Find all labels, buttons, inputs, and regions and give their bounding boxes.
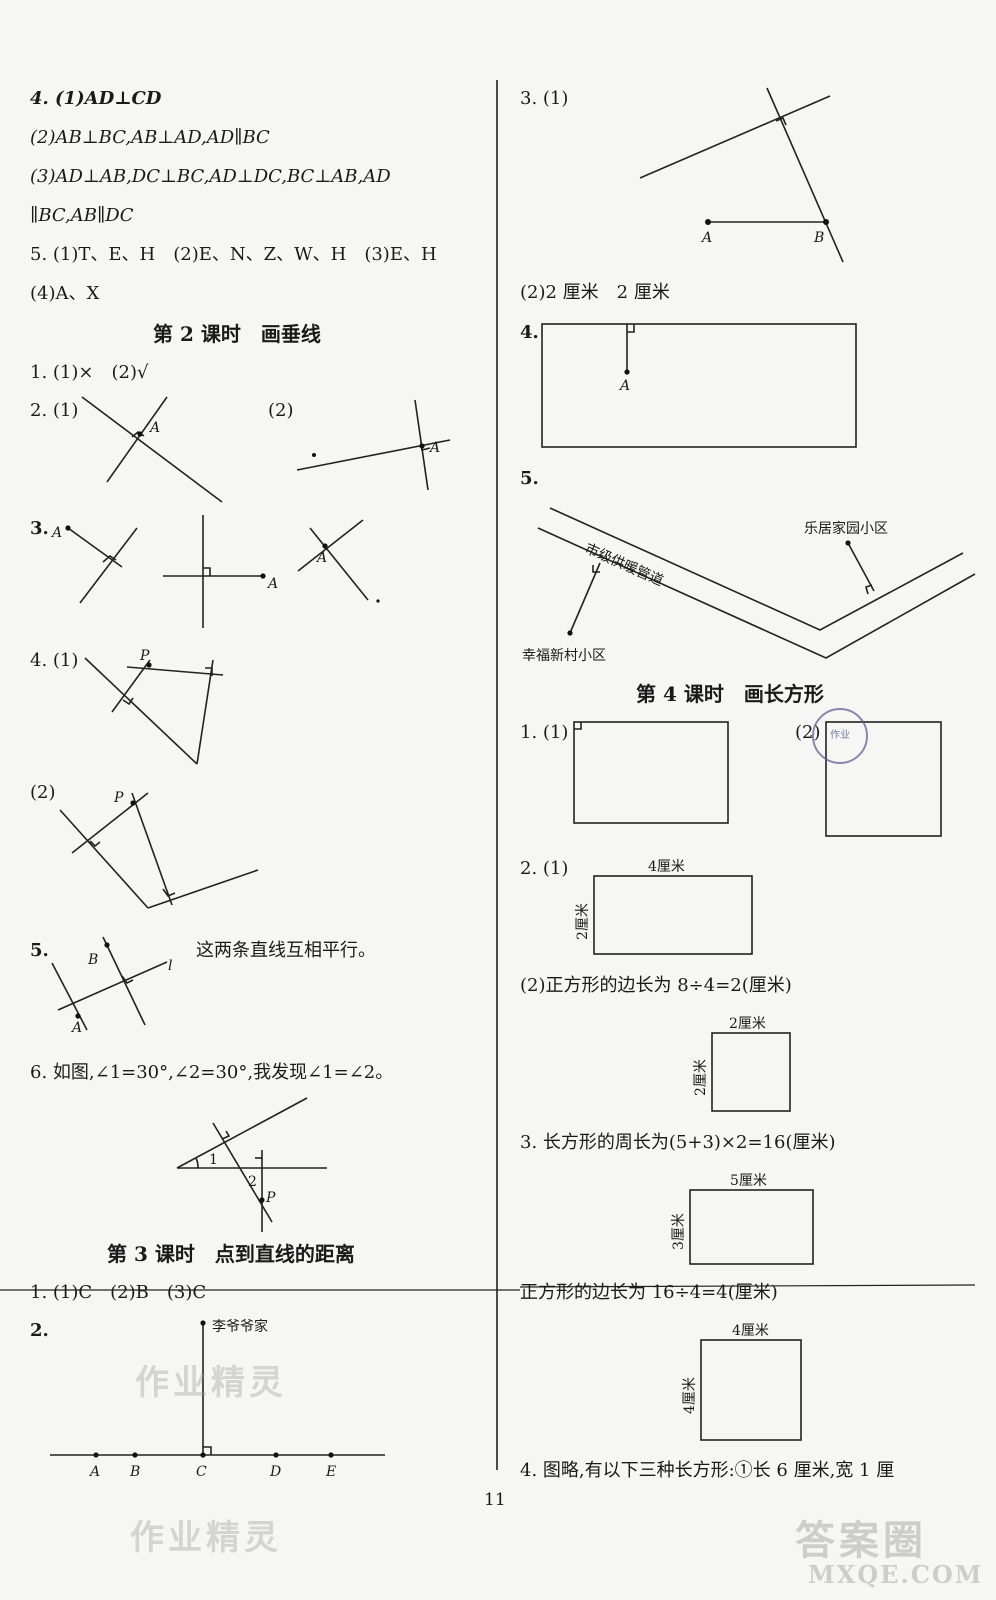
l2-q4a: 4. (1) xyxy=(30,650,79,671)
q4-line3: (3)AD⊥AB,DC⊥BC,AD⊥DC,BC⊥AB,AD xyxy=(30,166,391,187)
watermark-3: 答案圈 xyxy=(795,1517,927,1564)
label-A-q5: A xyxy=(72,1020,83,1036)
l2-q5-text: 这两条直线互相平行。 xyxy=(196,940,376,961)
label-B-r3: B xyxy=(814,230,825,246)
label-l-q5: l xyxy=(168,958,173,974)
label-A-r4: A xyxy=(620,378,631,394)
q4-line2: (2)AB⊥BC,AB⊥AD,AD∥BC xyxy=(30,127,270,148)
angle-1: 1 xyxy=(209,1152,218,1168)
label-P-q6: P xyxy=(266,1190,276,1206)
square-4cm-top: 4厘米 xyxy=(732,1323,769,1339)
r-l4q1a: 1. (1) xyxy=(520,722,569,743)
r-q3b: (2)2 厘米 2 厘米 xyxy=(520,282,670,303)
l2-q5: 5. xyxy=(30,940,49,961)
l2-q3: 3. xyxy=(30,518,49,539)
label-A-q3b: A xyxy=(268,576,279,592)
q5-line2: (4)A、X xyxy=(30,283,100,304)
stamp: 作业 xyxy=(812,708,868,764)
label-D-l3: D xyxy=(270,1464,282,1480)
l2-q4b: (2) xyxy=(30,782,56,803)
r-q5: 5. xyxy=(520,468,539,489)
lesson2-heading: 第 2 课时 画垂线 xyxy=(153,322,321,346)
label-C-l3: C xyxy=(196,1464,207,1480)
label-A-l3: A xyxy=(90,1464,101,1480)
label-B-q5: B xyxy=(88,952,99,968)
rect-5cm: 5厘米 xyxy=(730,1173,767,1189)
label-A-q3c: A xyxy=(317,550,328,566)
r-l4q2a: 2. (1) xyxy=(520,858,569,879)
watermark-4: MXQE.COM xyxy=(808,1560,984,1589)
r-l4q4: 4. 图略,有以下三种长方形:①长 6 厘米,宽 1 厘 xyxy=(520,1460,895,1481)
r-q3: 3. (1) xyxy=(520,88,569,109)
label-B-l3: B xyxy=(130,1464,141,1480)
label-E-l3: E xyxy=(326,1464,337,1480)
l3-q2: 2. xyxy=(30,1320,49,1341)
lesson4-heading: 第 4 课时 画长方形 xyxy=(636,682,824,706)
square-2cm-top: 2厘米 xyxy=(729,1016,766,1032)
community-1: 乐居家园小区 xyxy=(804,521,888,537)
l2-q2a: 2. (1) xyxy=(30,400,79,421)
label-A-r3: A xyxy=(702,230,713,246)
label-P-q4a: P xyxy=(140,648,150,664)
r-l4q3b: 正方形的边长为 16÷4=4(厘米) xyxy=(520,1282,778,1303)
watermark-1: 作业精灵 xyxy=(135,1363,287,1403)
label-P-q4b: P xyxy=(114,790,124,806)
l2-q1: 1. (1)× (2)√ xyxy=(30,362,149,383)
q4-line4: ∥BC,AB∥DC xyxy=(30,205,134,226)
page-number: 11 xyxy=(484,1490,506,1510)
watermark-2: 作业精灵 xyxy=(130,1518,282,1558)
l2-q2b: (2) xyxy=(268,400,294,421)
r-l4q3: 3. 长方形的周长为(5+3)×2=16(厘米) xyxy=(520,1132,836,1153)
house-label: 李爷爷家 xyxy=(212,1319,268,1335)
label-A-q3a: A xyxy=(52,525,63,541)
width-4cm: 4厘米 xyxy=(648,859,685,875)
l3-q1: 1. (1)C (2)B (3)C xyxy=(30,1282,207,1303)
q4-line1: 4. (1)AD⊥CD xyxy=(30,88,162,109)
community-2: 幸福新村小区 xyxy=(522,648,606,664)
angle-2: 2 xyxy=(248,1174,257,1190)
lesson3-heading: 第 3 课时 点到直线的距离 xyxy=(107,1242,355,1266)
r-l4q2b: (2)正方形的边长为 8÷4=2(厘米) xyxy=(520,975,792,996)
square-4cm-side: 4厘米 xyxy=(682,1377,698,1414)
r-q4: 4. xyxy=(520,322,539,343)
q5-line1: 5. (1)T、E、H (2)E、N、Z、W、H (3)E、H xyxy=(30,244,437,265)
l2-q6: 6. 如图,∠1=30°,∠2=30°,我发现∠1=∠2。 xyxy=(30,1062,394,1083)
label-A-q2b: A xyxy=(430,440,441,456)
label-A-q2a: A xyxy=(150,420,161,436)
